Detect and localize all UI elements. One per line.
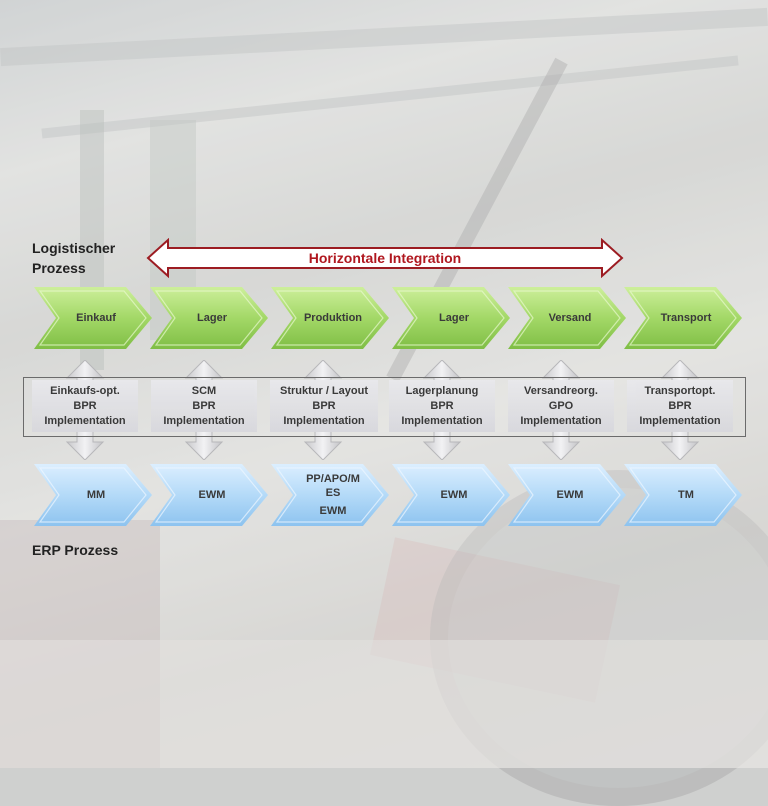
logistic-process-label: Logistischer Prozess (32, 238, 152, 278)
erp-step-pp-apo-mes-ewm: PP/APO/M ES EWM (271, 464, 389, 526)
logistics-step-label: Einkauf (76, 312, 116, 324)
box-line: Lagerplanung (405, 384, 479, 397)
erp-step-ewm-3: EWM (508, 464, 626, 526)
erp-step-label-line3: EWM (319, 505, 347, 517)
implementation-box-einkauf: Einkaufs-opt. BPR Implementation (32, 380, 138, 432)
erp-step-label: EWM (556, 489, 584, 501)
implementation-box-lagerplanung: Lagerplanung BPR Implementation (389, 380, 495, 432)
erp-step-label: TM (678, 489, 694, 501)
implementation-box-versandreorg: Versandreorg. GPO Implementation (508, 380, 614, 432)
logistics-step-label: Transport (660, 312, 712, 324)
logistics-step-lager-2: Lager (392, 287, 510, 349)
logistics-step-transport: Transport (624, 287, 742, 349)
box-line: BPR (73, 399, 97, 412)
box-line: Implementation (163, 414, 245, 427)
box-line: BPR (312, 399, 336, 412)
box-line: Implementation (520, 414, 602, 427)
box-line: Struktur / Layout (279, 384, 368, 397)
box-line: BPR (192, 399, 216, 412)
erp-step-tm: TM (624, 464, 742, 526)
logistic-label-line2: Prozess (32, 260, 86, 276)
logistics-step-label: Lager (439, 312, 469, 324)
erp-step-label-line1: PP/APO/M (306, 473, 360, 485)
box-line: Transportopt. (644, 384, 716, 397)
implementation-frame (23, 377, 746, 437)
box-line: Implementation (283, 414, 365, 427)
implementation-box-transportopt: Transportopt. BPR Implementation (627, 380, 733, 432)
box-line: BPR (430, 399, 454, 412)
implementation-box-scm: SCM BPR Implementation (151, 380, 257, 432)
erp-step-label-line2: ES (325, 487, 341, 499)
erp-step-label: MM (86, 489, 106, 501)
box-line: Versandreorg. (524, 384, 598, 397)
box-line: SCM (191, 384, 217, 397)
erp-step-label: EWM (440, 489, 468, 501)
box-line: Implementation (639, 414, 721, 427)
logistics-step-einkauf: Einkauf (34, 287, 152, 349)
box-line: Implementation (401, 414, 483, 427)
erp-step-mm: MM (34, 464, 152, 526)
erp-step-ewm-2: EWM (392, 464, 510, 526)
logistic-label-line1: Logistischer (32, 240, 116, 256)
logistics-step-versand: Versand (508, 287, 626, 349)
box-line: GPO (548, 399, 574, 412)
logistics-step-label: Produktion (303, 312, 363, 324)
box-line: Einkaufs-opt. (50, 384, 120, 397)
horizontal-integration-label: Horizontale Integration (308, 250, 462, 266)
logistics-step-label: Versand (548, 312, 592, 324)
logistics-step-produktion: Produktion (271, 287, 389, 349)
logistics-step-lager-1: Lager (150, 287, 268, 349)
erp-step-ewm-1: EWM (150, 464, 268, 526)
logistics-step-label: Lager (197, 312, 227, 324)
erp-step-label: EWM (198, 489, 226, 501)
box-line: BPR (668, 399, 692, 412)
box-line: Implementation (44, 414, 126, 427)
horizontal-integration-arrow (146, 238, 624, 278)
implementation-box-struktur: Struktur / Layout BPR Implementation (270, 380, 378, 432)
erp-process-label: ERP Prozess (32, 542, 119, 558)
